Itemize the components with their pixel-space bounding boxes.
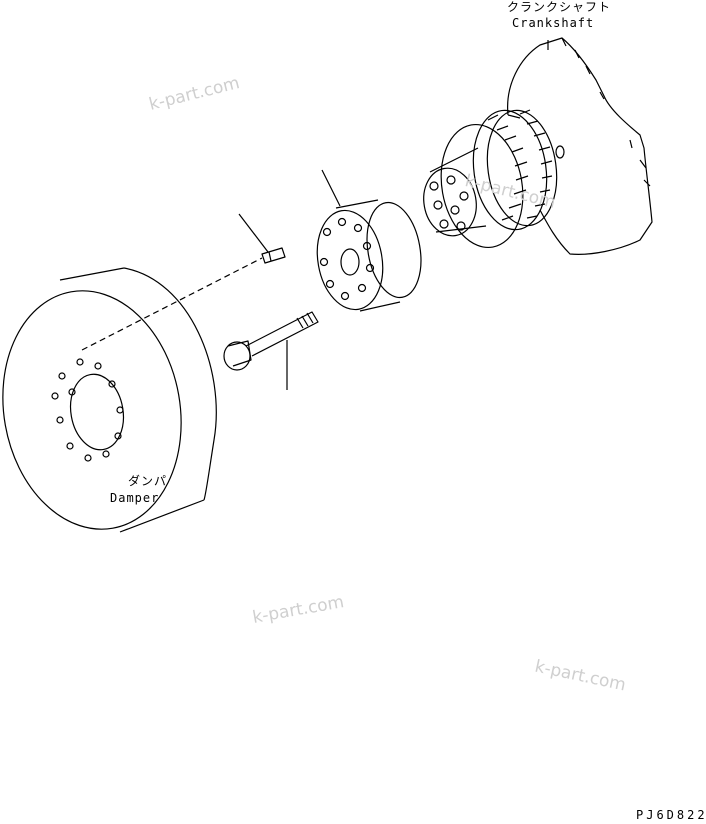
damper-label-en: Damper xyxy=(110,491,160,505)
damper-label-jp: ダンパ xyxy=(128,474,168,488)
bolt-part xyxy=(223,311,319,390)
alignment-line xyxy=(81,257,263,351)
drawing-code: PJ6D822 xyxy=(636,808,706,822)
crankshaft-label-jp: クランクシャフト xyxy=(507,0,612,14)
hub-part xyxy=(316,169,422,312)
crankshaft-part xyxy=(423,37,653,255)
crankshaft-label-en: Crankshaft xyxy=(512,16,595,30)
pin-part xyxy=(238,213,286,264)
damper-part xyxy=(2,267,217,533)
